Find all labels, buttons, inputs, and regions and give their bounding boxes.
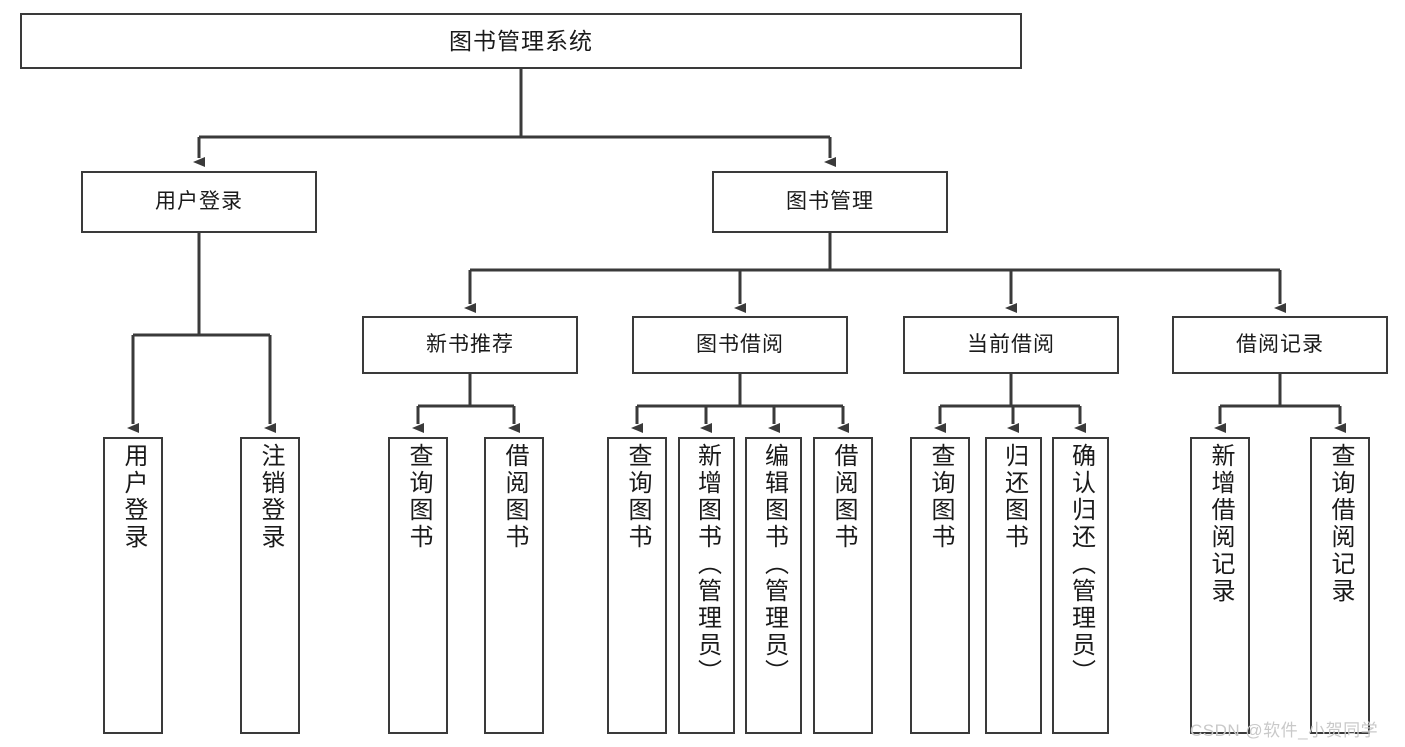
node-label: 注销登录 [257,443,284,551]
node-current-borrow[interactable]: 当前借阅 [903,316,1119,374]
leaf-confirm-return-admin[interactable]: 确认归还（管理员） [1052,437,1109,734]
leaf-user-login[interactable]: 用户登录 [103,437,163,734]
node-label: 新增借阅记录 [1207,443,1234,605]
node-label: 归还图书 [1000,443,1028,551]
node-label: 新书推荐 [426,332,514,356]
node-label: 查询借阅记录 [1327,443,1354,605]
node-user-login[interactable]: 用户登录 [81,171,317,233]
leaf-query-book-current[interactable]: 查询图书 [910,437,970,734]
leaf-borrow-book-recommend[interactable]: 借阅图书 [484,437,544,734]
leaf-return-book[interactable]: 归还图书 [985,437,1042,734]
leaf-query-book-borrow[interactable]: 查询图书 [607,437,667,734]
leaf-add-borrow-record[interactable]: 新增借阅记录 [1190,437,1250,734]
node-label: 图书管理系统 [449,27,593,54]
node-label: 用户登录 [120,443,147,551]
node-book-management[interactable]: 图书管理 [712,171,948,233]
node-label: 查询图书 [927,443,954,551]
node-label: 新增图书（管理员） [693,443,721,686]
node-label: 借阅图书 [830,443,857,551]
leaf-borrow-book-borrow[interactable]: 借阅图书 [813,437,873,734]
node-label: 图书借阅 [696,332,784,356]
node-label: 借阅记录 [1236,332,1324,356]
leaf-logout-login[interactable]: 注销登录 [240,437,300,734]
node-label: 用户登录 [155,189,243,213]
node-borrow-record[interactable]: 借阅记录 [1172,316,1388,374]
node-label: 确认归还（管理员） [1067,443,1095,686]
node-label: 当前借阅 [967,332,1055,356]
leaf-edit-book-admin[interactable]: 编辑图书（管理员） [745,437,802,734]
node-root-book-management-system[interactable]: 图书管理系统 [20,13,1022,69]
node-book-borrow[interactable]: 图书借阅 [632,316,848,374]
node-label: 图书管理 [786,189,874,213]
node-label: 编辑图书（管理员） [760,443,788,686]
leaf-query-borrow-record[interactable]: 查询借阅记录 [1310,437,1370,734]
leaf-add-book-admin[interactable]: 新增图书（管理员） [678,437,735,734]
node-label: 查询图书 [624,443,651,551]
node-new-book-recommend[interactable]: 新书推荐 [362,316,578,374]
leaf-query-book-recommend[interactable]: 查询图书 [388,437,448,734]
node-label: 借阅图书 [501,443,528,551]
node-label: 查询图书 [405,443,432,551]
